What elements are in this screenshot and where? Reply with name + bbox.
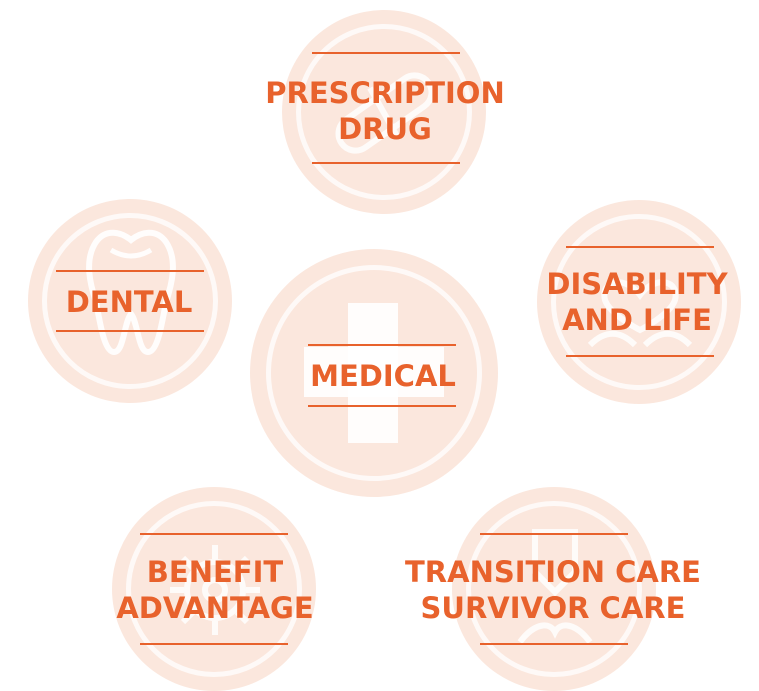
medical-label: MEDICAL [310, 358, 456, 394]
transition-rule-top [480, 533, 628, 535]
dental-label-line1: DENTAL [65, 284, 193, 319]
benefit-ring [126, 501, 302, 677]
prescription-label: PRESCRIPTION DRUG [265, 75, 504, 148]
medical-rule-bottom [308, 405, 456, 407]
dental-label: DENTAL [66, 284, 193, 320]
medical-label-line1: MEDICAL [310, 358, 456, 393]
benefit-rule-top [140, 533, 288, 535]
benefit-rule-bottom [140, 643, 288, 645]
transition-ring [466, 501, 642, 677]
dental-ring [42, 213, 218, 389]
prescription-rule-top [312, 52, 460, 54]
dental-rule-top [56, 270, 204, 272]
disability-label-line1: DISABILITY [546, 266, 728, 301]
prescription-label-line2: DRUG [338, 112, 432, 146]
disability-label-line2: AND LIFE [562, 303, 712, 337]
disability-rule-bottom [566, 355, 714, 357]
benefit-label: BENEFIT ADVANTAGE [116, 554, 313, 627]
transition-label: TRANSITION CARE SURVIVOR CARE [405, 554, 701, 627]
transition-label-line2: SURVIVOR CARE [420, 591, 686, 625]
medical-ring [266, 265, 482, 481]
dental-rule-bottom [56, 330, 204, 332]
disability-rule-top [566, 246, 714, 248]
prescription-ring [296, 24, 472, 200]
disability-ring [551, 214, 727, 390]
transition-rule-bottom [480, 643, 628, 645]
disability-label: DISABILITY AND LIFE [546, 266, 727, 339]
prescription-label-line1: PRESCRIPTION [265, 75, 505, 110]
prescription-rule-bottom [312, 162, 460, 164]
benefit-label-line2: ADVANTAGE [116, 591, 314, 625]
transition-label-line1: TRANSITION CARE [405, 554, 701, 589]
benefit-label-line1: BENEFIT [146, 554, 284, 589]
medical-rule-top [308, 344, 456, 346]
